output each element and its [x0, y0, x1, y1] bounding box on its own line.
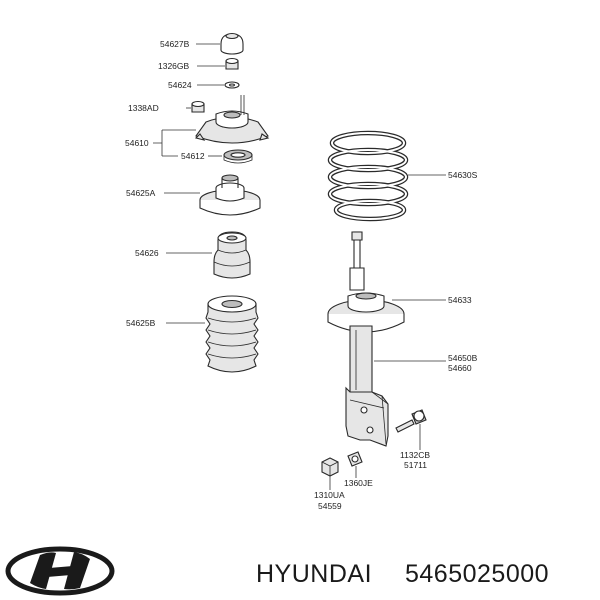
part-number: 5465025000	[405, 560, 549, 588]
part-54612-bearing	[223, 149, 253, 164]
label-51711: 51711	[404, 460, 427, 470]
brand-name: HYUNDAI	[256, 560, 372, 588]
label-54626: 54626	[135, 248, 159, 258]
part-1326gb-nut	[225, 57, 239, 70]
label-54625a: 54625A	[126, 188, 156, 198]
part-54650b-strut	[327, 231, 405, 447]
leader-54610	[153, 129, 196, 157]
label-54624: 54624	[168, 80, 192, 90]
part-54625a-spring-seat	[199, 174, 261, 216]
label-54559: 54559	[318, 501, 342, 511]
part-54625b-dust-boot	[205, 295, 259, 373]
label-1310ua: 1310UA	[314, 490, 345, 500]
label-54612: 54612	[181, 151, 205, 161]
part-1310ua-nut	[321, 457, 339, 477]
label-1360je: 1360JE	[344, 478, 373, 488]
label-1338ad: 1338AD	[128, 103, 159, 113]
part-54610-strut-mount	[194, 95, 270, 144]
part-54624-washer	[224, 81, 240, 89]
label-1326gb: 1326GB	[158, 61, 190, 71]
hyundai-logo-icon	[5, 546, 115, 596]
label-54650b: 54650B	[448, 353, 478, 363]
label-54625b: 54625B	[126, 318, 156, 328]
part-54627b-dust-cap	[220, 32, 244, 55]
label-1132cb: 1132CB	[400, 450, 430, 460]
label-54627b: 54627B	[160, 39, 190, 49]
part-1338ad-nut	[191, 100, 205, 113]
label-54610: 54610	[125, 138, 149, 148]
part-54626-bump-stop	[213, 231, 251, 279]
label-54630s: 54630S	[448, 170, 478, 180]
part-1360je-nut	[347, 451, 363, 467]
part-54630s-coil-spring	[327, 130, 409, 222]
label-54660: 54660	[448, 363, 472, 373]
label-54633: 54633	[448, 295, 472, 305]
part-1132cb-bolt	[395, 409, 427, 433]
